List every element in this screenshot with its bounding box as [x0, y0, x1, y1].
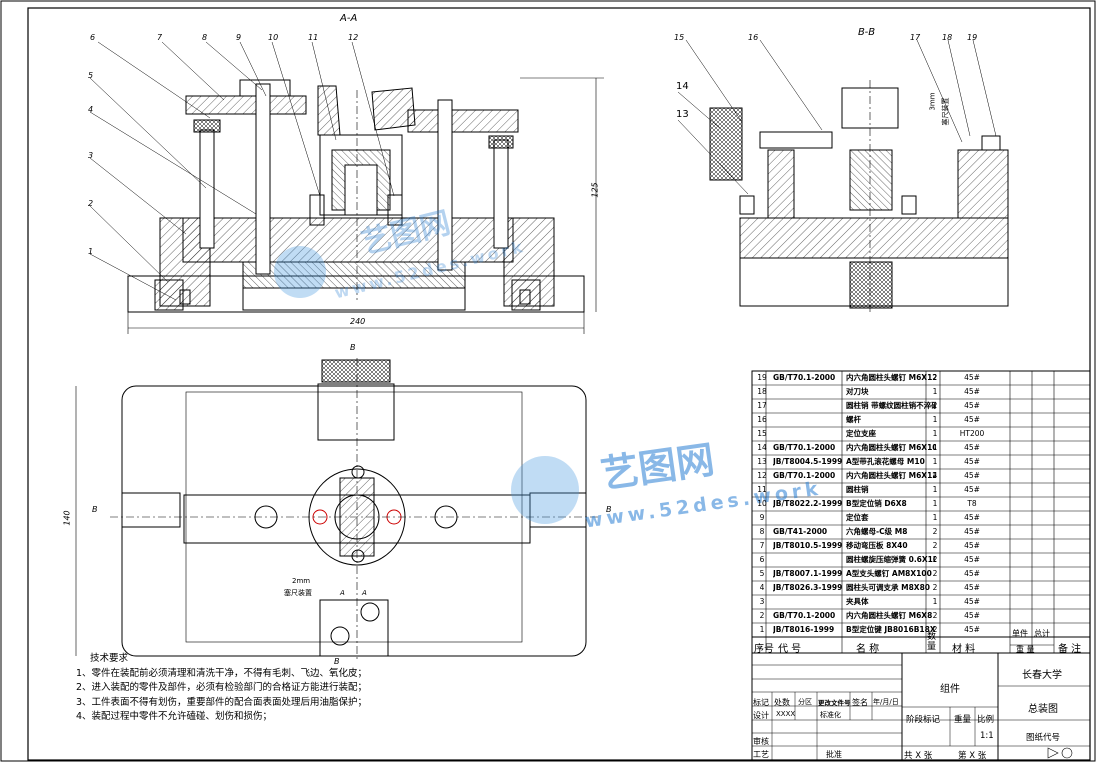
callout-7: 7	[157, 33, 163, 42]
tb-sheet-total: 共 X 张	[904, 751, 933, 761]
section-aa-view	[89, 41, 604, 334]
arrow-a-1: A	[340, 589, 345, 597]
tb-count: 处数	[774, 698, 790, 707]
callout-17: 17	[910, 33, 921, 42]
watermark-globe	[274, 246, 579, 524]
callout-11: 11	[308, 33, 319, 42]
bb-dim-label: 塞尺装置	[941, 97, 950, 126]
tb-weight: 重量	[954, 715, 972, 725]
tech-requirement-item: 4、装配过程中零件不允许磕碰、划伤和损伤；	[76, 711, 273, 723]
bom-header-total-weight: 总计	[1034, 629, 1050, 638]
callout-4: 4	[88, 105, 94, 114]
tb-approve: 批准	[826, 750, 842, 759]
arrow-b-bottom: B	[334, 657, 340, 666]
plan-view	[75, 358, 600, 660]
callout-13: 13	[676, 109, 689, 120]
tech-requirements-title: 技术要求	[90, 653, 129, 664]
arrow-a-2: A	[362, 589, 367, 597]
tech-requirement-item: 1、零件在装配前必须清理和清洗干净，不得有毛刺、飞边、氧化皮；	[76, 667, 368, 679]
tb-process: 工艺	[753, 750, 769, 759]
callout-16: 16	[748, 33, 759, 42]
bom-header-code: 代 号	[778, 644, 802, 655]
callout-9: 9	[236, 33, 242, 42]
tb-zone: 分区	[798, 698, 812, 706]
tb-drawing-code: 图纸代号	[1026, 733, 1061, 743]
section-bb-view	[677, 39, 1009, 315]
tb-designer: 设计	[753, 711, 769, 720]
callout-1: 1	[88, 247, 94, 256]
tb-sheet-no: 第 X 张	[958, 751, 987, 761]
tb-signature: 签名	[852, 698, 868, 707]
tech-requirements: 技术要求 1、零件在装配前必须清理和清洗干净，不得有毛刺、飞边、氧化皮； 2、进…	[76, 652, 416, 725]
dim-140: 140	[62, 510, 72, 526]
callout-3: 3	[88, 151, 94, 160]
callout-5: 5	[88, 71, 94, 80]
tb-marker: 标记	[753, 698, 769, 707]
tb-scale-value: 1:1	[980, 731, 994, 741]
callout-12: 12	[348, 33, 359, 42]
title-block-grid	[751, 652, 1091, 761]
bom-header-material: 材 料	[952, 644, 976, 655]
callout-8: 8	[202, 33, 208, 42]
setting-label: 塞尺装置	[284, 589, 312, 597]
callout-10: 10	[268, 33, 279, 42]
tb-stage: 阶段标记	[906, 715, 941, 725]
callout-2: 2	[88, 199, 94, 208]
tech-requirement-item: 2、进入装配的零件及部件，必须有检验部门的合格证方能进行装配；	[76, 682, 368, 694]
tb-drawing-name: 总装图	[1028, 704, 1058, 715]
bom-header-qty: 数量	[927, 632, 937, 652]
arrow-b-right: B	[606, 505, 612, 514]
tb-assembly: 组件	[940, 684, 960, 695]
section-bb-title: B-B	[858, 27, 876, 38]
bom-header-name: 名 称	[856, 644, 880, 655]
callout-15: 15	[674, 33, 685, 42]
bb-dim: 3mm	[928, 92, 937, 111]
tb-designer-name: XXXX	[776, 710, 796, 718]
tb-date: 年/月/日	[873, 698, 899, 706]
arrow-b-left: B	[92, 505, 98, 514]
tb-school: 长春大学	[1022, 670, 1062, 681]
bom-header-weight: 重 量	[1016, 645, 1035, 654]
bom-header-unit-weight: 单件	[1012, 629, 1028, 638]
section-aa-title: A-A	[340, 13, 358, 24]
callout-14: 14	[676, 81, 689, 92]
bom-header-no: 序号	[754, 644, 774, 655]
callout-18: 18	[942, 33, 953, 42]
bom-table-grid	[751, 370, 1091, 654]
dim-125: 125	[590, 182, 600, 198]
dim-240: 240	[350, 317, 366, 326]
tb-change-doc: 更改文件号	[818, 699, 851, 707]
arrow-b-top: B	[350, 343, 356, 352]
tb-standardize: 标准化	[820, 711, 841, 719]
bom-header-note: 备 注	[1058, 644, 1082, 655]
callout-19: 19	[967, 33, 978, 42]
tech-requirement-item: 3、工件表面不得有划伤，重要部件的配合面表面处理后用油脂保护；	[76, 696, 368, 708]
tb-review: 审核	[753, 737, 769, 746]
callout-6: 6	[90, 33, 96, 42]
dim-2mm: 2mm	[292, 577, 311, 585]
tb-scale: 比例	[977, 715, 995, 725]
